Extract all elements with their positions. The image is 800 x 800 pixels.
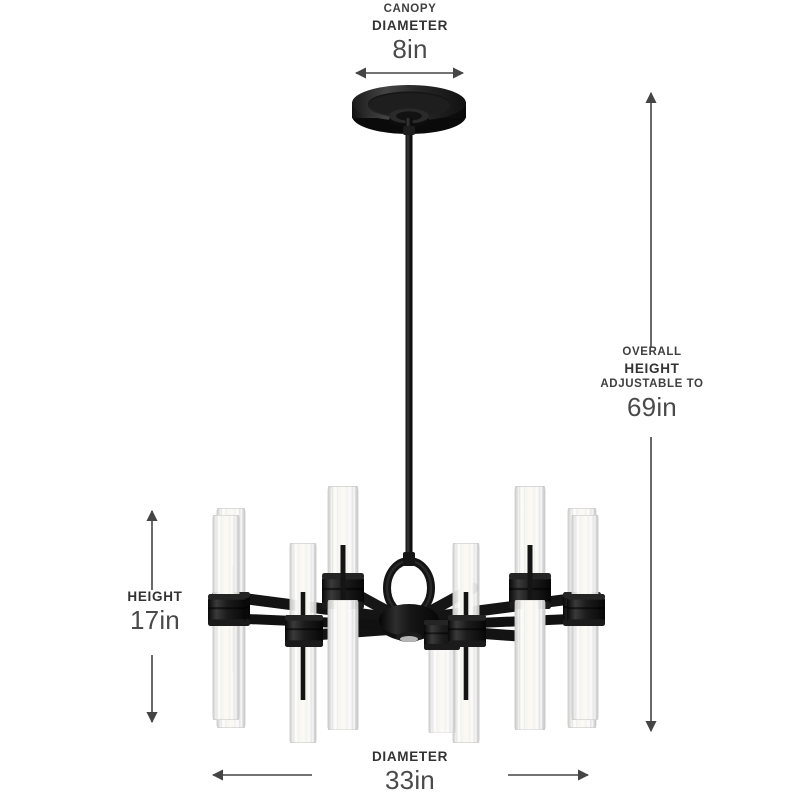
canopy bbox=[352, 85, 466, 134]
overall-height-value: 69in bbox=[627, 392, 677, 422]
diameter-value: 33in bbox=[385, 765, 435, 795]
overall-height-dimension-label: OVERALL HEIGHT ADJUSTABLE TO 69in bbox=[588, 345, 716, 422]
overall-height-label-small: OVERALL bbox=[622, 346, 682, 358]
overall-height-label-main: HEIGHT bbox=[624, 361, 680, 376]
height-value: 17in bbox=[130, 605, 180, 635]
canopy-label-small: CANOPY bbox=[383, 3, 437, 15]
height-dimension-label: HEIGHT 17in bbox=[96, 588, 214, 635]
canopy-value: 8in bbox=[392, 34, 428, 64]
height-label-main: HEIGHT bbox=[127, 589, 183, 604]
downrod bbox=[403, 118, 415, 558]
overall-height-label-sub: ADJUSTABLE TO bbox=[600, 378, 704, 390]
diameter-label-main: DIAMETER bbox=[371, 749, 449, 764]
canopy-dimension-label: CANOPY DIAMETER 8in bbox=[320, 2, 500, 64]
canopy-label-main: DIAMETER bbox=[371, 18, 449, 33]
diameter-dimension-label: DIAMETER 33in bbox=[310, 748, 510, 795]
